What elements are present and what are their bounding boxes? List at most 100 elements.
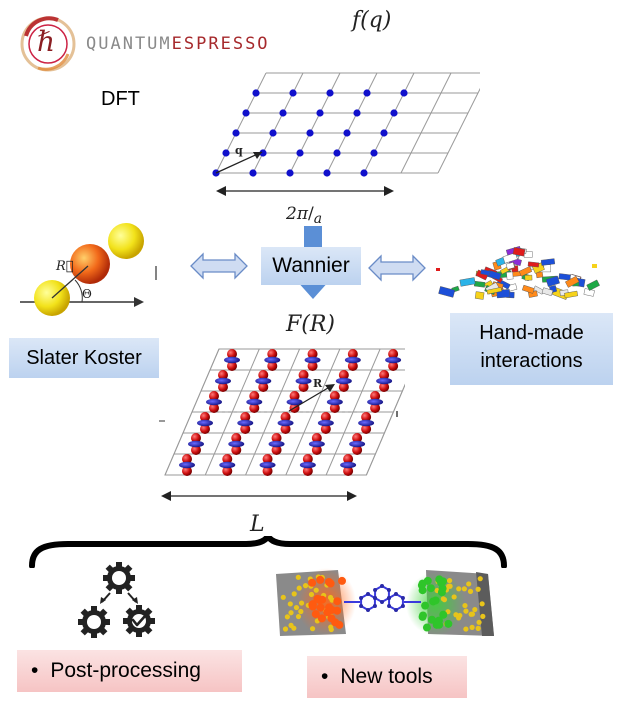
electrode-atom (293, 604, 300, 611)
wannier-orbital (215, 370, 231, 392)
lego-brick (540, 258, 556, 266)
lattice-dot (370, 149, 378, 157)
wannier-orbital (326, 391, 343, 413)
green-atom (432, 620, 441, 629)
lattice-dot (343, 129, 351, 137)
electrode-atom (298, 608, 304, 615)
electrode-atom (469, 624, 475, 630)
electrode-atom (280, 594, 286, 600)
wannier-orbital (385, 349, 402, 371)
lego-brick (505, 262, 515, 270)
gear-icon (103, 562, 135, 594)
hand-made-interactions-box: Hand-made interactions (450, 313, 613, 385)
green-atom (436, 578, 445, 587)
real-width-left-arrow-icon (161, 491, 171, 501)
orange-atom (308, 578, 317, 587)
lego-brick (512, 247, 526, 257)
logo-ring-icon (20, 16, 76, 72)
q-vector-label: q (235, 144, 243, 157)
green-atom (418, 579, 427, 588)
logo-monogram: ℏ (37, 25, 56, 58)
wannier-orbital (286, 391, 303, 413)
orange-atom (324, 577, 333, 586)
new-tools-label: New tools (340, 665, 433, 688)
real-width-right-arrow-icon (347, 491, 357, 501)
wannier-orbital (206, 391, 222, 413)
lego-brick (524, 274, 533, 281)
electrode-atom (463, 626, 469, 632)
lego-brick (564, 290, 579, 299)
wannier-orbital (367, 391, 384, 413)
q-arrowhead-icon (253, 152, 262, 159)
lego-brick (486, 287, 503, 295)
molecule-angle-label: Θ (82, 287, 92, 301)
lego-brick (473, 280, 486, 288)
lattice-dot (316, 109, 324, 117)
post-processing-bullet: • (31, 659, 39, 682)
lattice-dot (252, 89, 260, 97)
wannier-orbital (299, 454, 316, 476)
green-atom (437, 588, 446, 597)
lattice-dot (363, 89, 371, 97)
quantum-espresso-logo: ℏ QUANTUMESPRESSO (18, 14, 268, 74)
diatomic-molecule-diagram: R⃗ Θ (20, 223, 157, 316)
gear-icon (78, 606, 110, 638)
electrode-atom (291, 625, 297, 631)
workflow-gears-icon (78, 562, 155, 638)
lego-brick (480, 269, 491, 276)
electrode-atom (291, 591, 297, 597)
reciprocal-width-label: 2π/a (286, 204, 323, 227)
wannier-orbital (358, 412, 375, 434)
wannier-orbital (295, 370, 312, 392)
green-atom (444, 619, 453, 628)
lego-brick (527, 261, 540, 268)
electrode-atom (467, 588, 474, 594)
electrode-atom (298, 600, 305, 606)
electrode-atom (295, 574, 301, 580)
slater-koster-box: Slater Koster (9, 338, 159, 378)
electrode-atom (469, 611, 476, 617)
electrode-atom (282, 626, 289, 632)
lattice-dot (353, 109, 361, 117)
lego-brick (438, 286, 456, 298)
lego-brick (541, 287, 554, 297)
green-atom (419, 611, 428, 620)
electrode-atom (472, 606, 478, 613)
lattice-dot (222, 149, 230, 157)
green-atom (426, 584, 435, 593)
wannier-orbital (277, 412, 294, 434)
real-width-label: L (250, 512, 265, 537)
green-atom (418, 586, 427, 595)
wannier-orbital (179, 454, 195, 476)
r-vector-arrow (288, 384, 334, 412)
lattice-dot (306, 129, 314, 137)
molecular-junction-icon (276, 568, 494, 636)
lego-brick (502, 252, 518, 264)
lego-brick (592, 264, 597, 268)
electrode-atom (475, 586, 481, 592)
benzene-ring-icon (387, 592, 405, 612)
lattice-dot (333, 149, 341, 157)
lego-brick (535, 271, 544, 279)
lattice-dot (390, 109, 398, 117)
wannier-orbital (224, 349, 240, 371)
wannier-orbital (219, 454, 236, 476)
logo-text-espresso: ESPRESSO (171, 34, 270, 54)
lattice-dot (326, 89, 334, 97)
electrode-atom (451, 594, 457, 600)
lattice-dot (380, 129, 388, 137)
green-atom (439, 610, 448, 619)
wannier-orbital (308, 433, 325, 455)
check-icon (131, 614, 147, 627)
lego-brick (521, 284, 535, 294)
orange-atom (311, 610, 320, 619)
lego-bricks-icon (436, 246, 600, 300)
electrode-atom (461, 586, 467, 592)
two-pi-label: 2π (286, 204, 308, 224)
electrode-atom (302, 583, 309, 589)
lego-brick (558, 273, 571, 281)
electrode-atom (296, 585, 302, 591)
wannier-orbital (340, 454, 357, 476)
post-processing-label: Post-processing (50, 659, 201, 682)
green-atom (421, 601, 430, 610)
